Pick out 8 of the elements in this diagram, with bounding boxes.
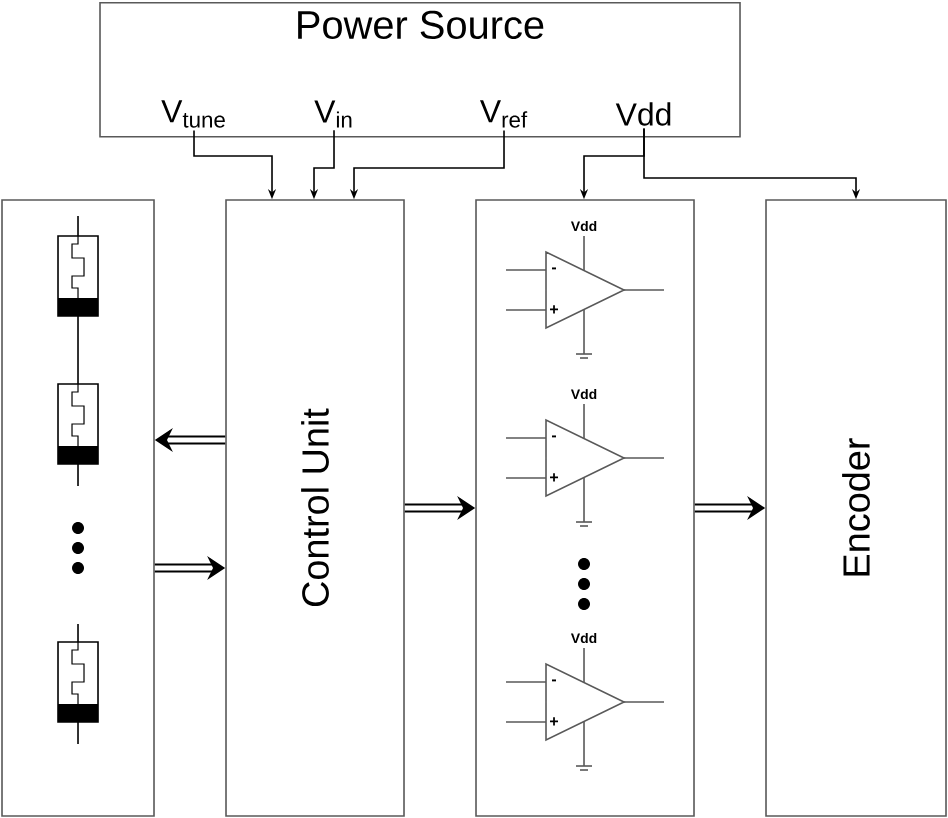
- block-box: Encoder: [765, 199, 947, 817]
- block-box: Control Unit: [225, 199, 405, 817]
- voltage-label: V$_{tune}$: [161, 100, 225, 128]
- component-panel: [475, 199, 695, 817]
- voltage-label: V$_{ref}$: [480, 100, 528, 128]
- voltage-label: Vdd: [615, 102, 671, 126]
- voltage-label: V$_{in}$: [314, 100, 352, 128]
- component-panel: [1, 199, 155, 817]
